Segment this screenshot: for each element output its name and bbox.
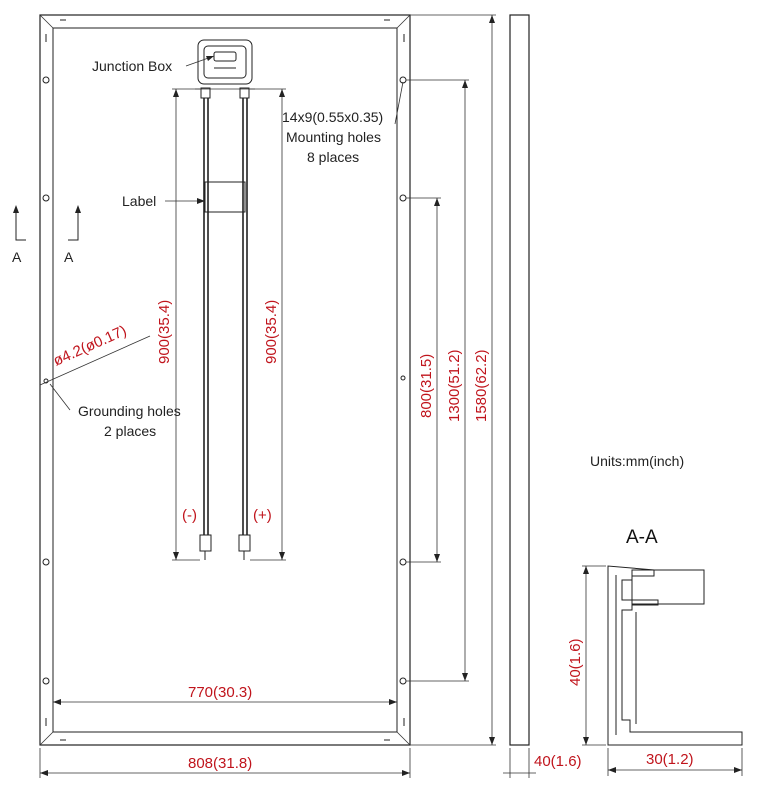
module-front-view bbox=[39, 14, 411, 746]
junction-box-label: Junction Box bbox=[92, 58, 172, 74]
mounting-holes-text: Mounting holes bbox=[286, 129, 381, 145]
negative-label: (-) bbox=[182, 507, 197, 524]
grounding-holes-text: Grounding holes bbox=[78, 403, 181, 419]
dim-808: 808(31.8) bbox=[188, 755, 252, 772]
mounting-hole bbox=[42, 677, 50, 685]
height-dimensions bbox=[406, 14, 496, 746]
section-mark-right: A bbox=[64, 249, 74, 265]
dim-side-depth: 40(1.6) bbox=[534, 753, 582, 770]
units-text: Units:mm(inch) bbox=[590, 453, 684, 469]
module-inner-frame bbox=[52, 27, 398, 733]
section-mark-left: A bbox=[12, 249, 22, 265]
section-title: A-A bbox=[626, 527, 658, 548]
mounting-size-text: 14x9(0.55x0.35) bbox=[282, 109, 383, 125]
positive-label: (+) bbox=[253, 507, 272, 524]
dim-cable-right: 900(35.4) bbox=[263, 300, 280, 364]
dim-770: 770(30.3) bbox=[188, 684, 252, 701]
dim-profile-width: 30(1.2) bbox=[646, 751, 694, 768]
grounding-count-text: 2 places bbox=[104, 423, 156, 439]
dim-cable-left: 900(35.4) bbox=[156, 300, 173, 364]
dim-800: 800(31.5) bbox=[418, 354, 435, 418]
width-dimension bbox=[39, 748, 411, 778]
label-callout: Label bbox=[122, 193, 156, 209]
module-outer-frame bbox=[39, 14, 411, 746]
mounting-hole bbox=[42, 194, 50, 202]
mounting-hole bbox=[42, 558, 50, 566]
mounting-count-text: 8 places bbox=[307, 149, 359, 165]
section-a-a-profile bbox=[582, 565, 743, 776]
dim-1300: 1300(51.2) bbox=[446, 349, 463, 422]
dim-1580: 1580(62.2) bbox=[473, 349, 490, 422]
label-box bbox=[204, 181, 246, 213]
grounding-hole bbox=[400, 375, 406, 381]
module-side-view bbox=[503, 14, 536, 778]
mounting-hole bbox=[42, 76, 50, 84]
dim-profile-height: 40(1.6) bbox=[567, 638, 584, 686]
